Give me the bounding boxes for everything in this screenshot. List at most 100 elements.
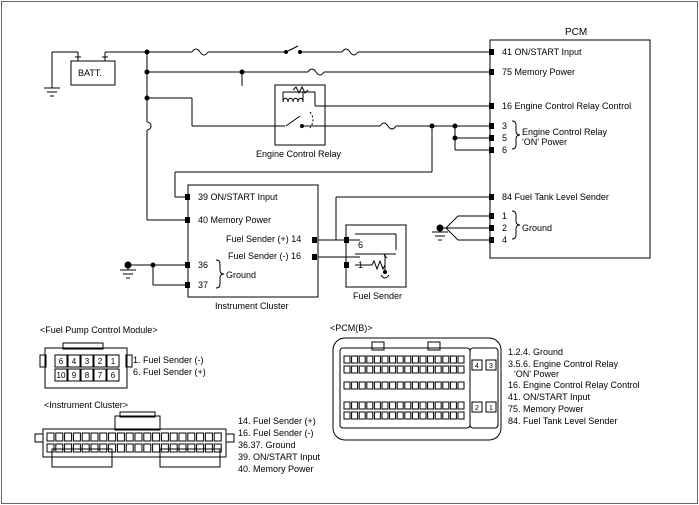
- pcmb-pin: [351, 401, 359, 410]
- pcmb-pin: [343, 365, 351, 374]
- cluster-ground-label: Ground: [226, 270, 257, 280]
- cluster-pin: [116, 443, 125, 453]
- pcmb-side-pin: 1: [489, 405, 493, 412]
- cluster-pin: [46, 432, 55, 442]
- cluster-pin: [169, 443, 178, 453]
- battery-label: BATT.: [78, 68, 102, 78]
- pcmb-pin: [373, 411, 381, 420]
- pcmb-pin: [427, 411, 435, 420]
- cluster-pin: [55, 443, 64, 453]
- cluster-pin: [108, 432, 117, 442]
- pcmb-pin: [396, 355, 404, 364]
- pcmb-pin: [381, 355, 389, 364]
- pin-number: 7: [98, 371, 103, 380]
- cluster-pin: [125, 432, 134, 442]
- pcmb-pin: [351, 365, 359, 374]
- cluster-pin: [143, 432, 152, 442]
- pcmb-pin: [427, 401, 435, 410]
- fpcm-pin: [106, 354, 120, 368]
- pin-number: 6: [59, 357, 64, 366]
- pcmb-pin: [366, 411, 374, 420]
- relay-coil-icon: [282, 97, 304, 103]
- fpcm-pin: [80, 368, 94, 382]
- pcmb-side-pin: 4: [475, 363, 479, 370]
- cluster-pin: [90, 432, 99, 442]
- pcmb-pin: [434, 401, 442, 410]
- pcm-pin-6: 6: [502, 145, 508, 155]
- cluster-pin: [72, 432, 81, 442]
- pcmb-pin: [419, 365, 427, 374]
- pcmb-pin: [442, 365, 450, 374]
- fuel-sender-box: [345, 224, 407, 288]
- pcmb-pin: [404, 411, 412, 420]
- pcmb-connector-title: <PCM(B)>: [330, 323, 373, 333]
- pcmb-pin: [419, 355, 427, 364]
- cluster-pin: [99, 432, 108, 442]
- pcmb-pin: [427, 381, 435, 390]
- pcmb-pin: [457, 355, 465, 364]
- cluster-pin: [99, 443, 108, 453]
- cluster-sender-plus: Fuel Sender (+) 14: [226, 234, 302, 244]
- cluster-pin: [213, 432, 222, 442]
- fpcm-legend-1: 1. Fuel Sender (-): [133, 355, 204, 365]
- cluster-legend-1: 14. Fuel Sender (+): [238, 416, 316, 426]
- pcmb-pin: [457, 381, 465, 390]
- instrument-cluster-box: [187, 184, 319, 298]
- pcmb-pin: [411, 411, 419, 420]
- relay-contact-icon: [285, 115, 301, 127]
- pin-number: 8: [85, 371, 90, 380]
- pcmb-pin: [457, 411, 465, 420]
- cluster-pin: [160, 432, 169, 442]
- pcmb-pin: [366, 381, 374, 390]
- cluster-legend-5: 40. Memory Power: [238, 464, 314, 474]
- pin-number: 9: [72, 371, 77, 380]
- pcmb-pin: [358, 365, 366, 374]
- pcmb-pin: [343, 411, 351, 420]
- pcmb-pin: [411, 401, 419, 410]
- cluster-pin: [125, 443, 134, 453]
- cluster-pin: [90, 443, 99, 453]
- pcmb-pin: [442, 401, 450, 410]
- pcmb-pin: [351, 411, 359, 420]
- pin-number: 6: [111, 371, 116, 380]
- fpcm-connector-title: <Fuel Pump Control Module>: [40, 325, 158, 335]
- pcmb-pin: [427, 355, 435, 364]
- cluster-pin: [187, 443, 196, 453]
- pcmb-pin: [449, 411, 457, 420]
- pcmb-pin: [404, 381, 412, 390]
- pcmb-legend-1: 1.2.4. Ground: [508, 347, 564, 357]
- pcmb-pin: [411, 381, 419, 390]
- pcmb-pin: [389, 411, 397, 420]
- pcmb-pin: [389, 355, 397, 364]
- cluster-pin: [72, 443, 81, 453]
- pin-number: 4: [72, 357, 77, 366]
- fpcm-pin: [106, 368, 120, 382]
- pcmb-legend-4: 16. Engine Control Relay Control: [508, 380, 640, 390]
- pcmb-pin: [381, 381, 389, 390]
- cluster-pin: [81, 443, 90, 453]
- fpcm-legend-2: 6. Fuel Sender (+): [133, 367, 206, 377]
- fpcm-pin: [93, 354, 107, 368]
- fuel-sender-pin-1: 1: [358, 260, 364, 270]
- pcm-pin-4: 4: [502, 235, 508, 245]
- pin-number: 1: [111, 357, 116, 366]
- pcmb-pin: [449, 355, 457, 364]
- pcm-pin-75: 75 Memory Power: [502, 67, 576, 77]
- pcmb-legend-3: 'ON' Power: [514, 369, 559, 379]
- pcm-pin-3: 3: [502, 121, 508, 131]
- pcmb-pin: [373, 365, 381, 374]
- ground-icon: [432, 228, 448, 241]
- battery-icon: [51, 51, 116, 88]
- cluster-pin: [213, 443, 222, 453]
- cluster-pin: [134, 432, 143, 442]
- fpcm-pin: [54, 354, 68, 368]
- cluster-pin: [196, 443, 205, 453]
- cluster-pin: [178, 443, 187, 453]
- pcmb-pin: [366, 365, 374, 374]
- cluster-sender-minus: Fuel Sender (-) 16: [228, 251, 302, 261]
- pcmb-pin: [411, 355, 419, 364]
